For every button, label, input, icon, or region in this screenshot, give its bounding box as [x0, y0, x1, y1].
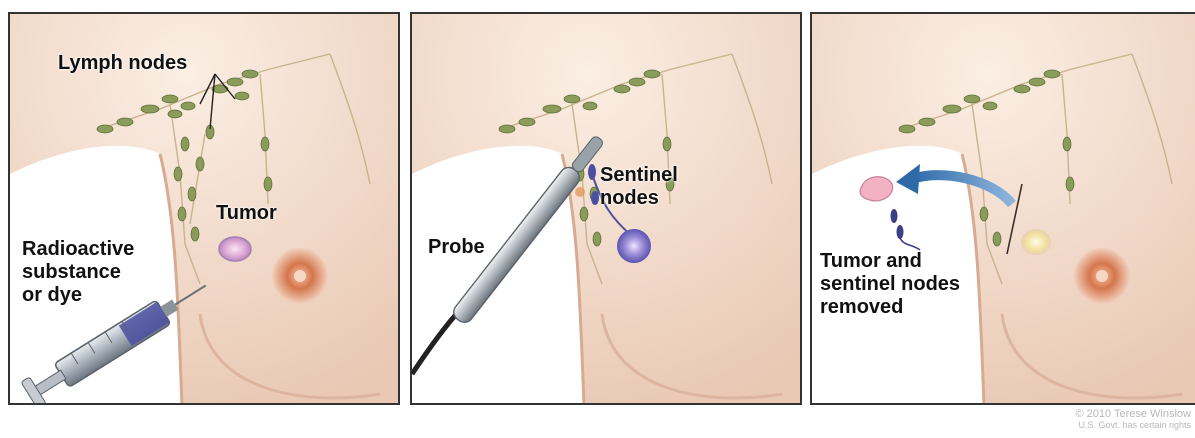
- tumor-cavity: [1021, 229, 1051, 255]
- tumor: [219, 237, 251, 261]
- label-probe: Probe: [428, 236, 485, 259]
- label-radioactive-substance: Radioactive substance or dye: [22, 238, 134, 307]
- label-tumor-and-sentinel-nodes-removed: Tumor and sentinel nodes removed: [820, 250, 960, 319]
- probe-tip-glow: [575, 187, 585, 197]
- panel-probe: Probe Sentinel nodes: [410, 12, 802, 405]
- label-tumor: Tumor: [216, 202, 277, 225]
- panel-injection: Lymph nodes Tumor Radioactive substance …: [8, 12, 400, 405]
- label-lymph-nodes: Lymph nodes: [58, 52, 187, 75]
- label-sentinel-nodes: Sentinel nodes: [600, 164, 678, 210]
- panel-removal: Tumor and sentinel nodes removed: [810, 12, 1195, 405]
- removal-illustration: [812, 14, 1195, 405]
- copyright-credit: © 2010 Terese Winslow U.S. Govt. has cer…: [1075, 408, 1191, 430]
- dyed-tumor: [617, 229, 651, 263]
